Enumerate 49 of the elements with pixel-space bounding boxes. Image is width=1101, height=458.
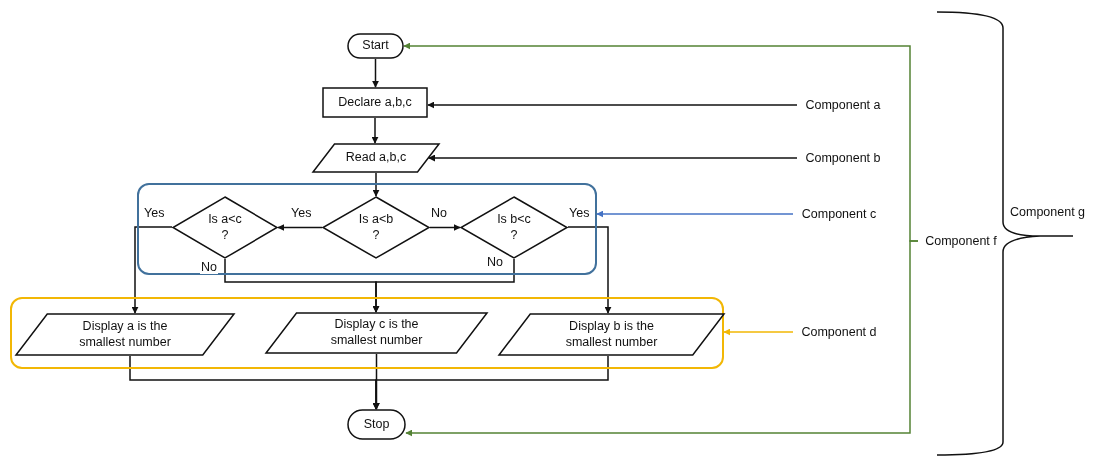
decision-text: Is b<c ? xyxy=(496,211,532,244)
decision-diamond xyxy=(460,196,568,259)
node-text: Stop xyxy=(363,416,390,433)
terminal-node xyxy=(347,33,404,59)
arrow xyxy=(429,224,461,231)
arrow xyxy=(372,58,379,88)
io-parallelogram xyxy=(15,313,235,356)
annotation-text: Component a xyxy=(797,96,889,114)
annotation-text: Component b xyxy=(797,149,889,167)
node-text: Start xyxy=(362,38,389,54)
arrow xyxy=(372,355,609,410)
annotation-text: Component f xyxy=(918,232,1004,250)
arrow xyxy=(373,353,380,410)
edge-label: Yes xyxy=(568,206,591,220)
leader-arrow xyxy=(427,101,798,109)
group-frame xyxy=(10,297,724,369)
edge-label: No xyxy=(430,206,448,220)
decision-text: Is a<c ? xyxy=(207,211,243,244)
arrow xyxy=(372,172,380,197)
decision-diamond xyxy=(172,196,278,259)
edge-label: No xyxy=(200,260,218,274)
node-text: Display b is the smallest number xyxy=(564,318,659,351)
terminal-node xyxy=(347,409,406,440)
node-text: Declare a,b,c xyxy=(338,94,412,111)
leader-arrow xyxy=(405,240,919,437)
arrow xyxy=(372,258,515,313)
leader-arrow xyxy=(428,154,798,162)
node-text: Display a is the smallest number xyxy=(78,318,172,351)
io-parallelogram xyxy=(265,312,488,354)
arrow xyxy=(277,224,323,231)
decision-text: Is a<b ? xyxy=(357,211,395,244)
edge-label: Yes xyxy=(290,206,313,220)
annotation-text: Component c xyxy=(793,205,885,223)
arrow xyxy=(567,226,612,314)
brace-label: Component g xyxy=(1010,205,1086,220)
decision-diamond xyxy=(322,196,430,259)
arrow xyxy=(131,226,173,314)
io-parallelogram xyxy=(312,143,440,173)
edge-label: No xyxy=(486,255,504,269)
node-text: Display c is the smallest number xyxy=(329,317,424,349)
io-parallelogram xyxy=(498,313,725,356)
annotation-text: Component d xyxy=(793,323,885,341)
group-frame xyxy=(137,183,597,275)
edge-label: Yes xyxy=(143,206,166,220)
leader-arrow xyxy=(723,328,794,336)
node-text: Read a,b,c xyxy=(344,150,408,166)
arrow xyxy=(371,117,379,144)
leader-arrow xyxy=(596,210,794,218)
process-box xyxy=(322,87,428,118)
